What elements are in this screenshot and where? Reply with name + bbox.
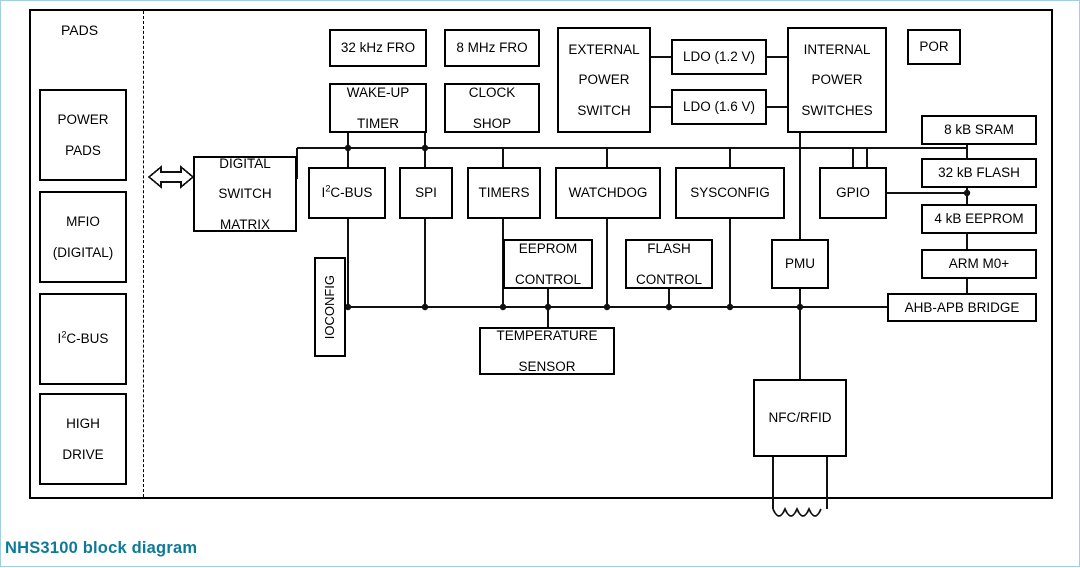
arm-label: ARM M0+ bbox=[948, 256, 1010, 272]
block-ahb-apb-bridge[interactable]: AHB-APB BRIDGE bbox=[887, 293, 1037, 322]
block-temperature-sensor[interactable]: TEMPERATURE SENSOR bbox=[479, 327, 615, 375]
block-gpio[interactable]: GPIO bbox=[819, 167, 887, 219]
pad-power-line2: PADS bbox=[65, 142, 101, 158]
eectl-line1: EEPROM bbox=[518, 241, 578, 257]
block-sram-8kb[interactable]: 8 kB SRAM bbox=[921, 115, 1037, 145]
pad-power-line1: POWER bbox=[57, 112, 109, 128]
cs-line1: CLOCK bbox=[468, 85, 516, 101]
eps-line2: POWER bbox=[578, 72, 630, 88]
wut-line1: WAKE-UP bbox=[346, 85, 410, 101]
fro8-label: 8 MHz FRO bbox=[456, 40, 528, 56]
temp-line2: SENSOR bbox=[518, 358, 576, 374]
ldo16-label: LDO (1.6 V) bbox=[682, 99, 756, 115]
block-sysconfig[interactable]: SYSCONFIG bbox=[675, 167, 785, 219]
eps-line1: EXTERNAL bbox=[568, 42, 640, 58]
sysconfig-label: SYSCONFIG bbox=[690, 185, 770, 201]
ahb-label: AHB-APB BRIDGE bbox=[904, 299, 1020, 315]
ips-line2: POWER bbox=[811, 72, 863, 88]
dsm-line3: MATRIX bbox=[220, 216, 270, 232]
block-pmu[interactable]: PMU bbox=[771, 239, 829, 289]
block-digital-switch-matrix[interactable]: DIGITAL SWITCH MATRIX bbox=[193, 156, 297, 232]
i2c-core-label: I2C-BUS bbox=[321, 183, 373, 201]
flctl-line1: FLASH bbox=[647, 241, 691, 257]
block-por[interactable]: POR bbox=[907, 29, 961, 65]
pad-block-high-drive[interactable]: HIGH DRIVE bbox=[39, 393, 127, 485]
pad-block-power-pads[interactable]: POWER PADS bbox=[39, 89, 127, 181]
block-wakeup-timer[interactable]: WAKE-UP TIMER bbox=[329, 83, 427, 133]
block-arm-m0plus[interactable]: ARM M0+ bbox=[921, 249, 1037, 279]
pad-block-i2c-bus[interactable]: I2C-BUS bbox=[39, 293, 127, 385]
watchdog-label: WATCHDOG bbox=[568, 185, 648, 201]
sram-label: 8 kB SRAM bbox=[944, 122, 1014, 138]
por-label: POR bbox=[919, 39, 949, 55]
wut-line2: TIMER bbox=[356, 115, 399, 131]
block-eeprom-4kb[interactable]: 4 kB EEPROM bbox=[921, 204, 1037, 234]
block-clock-shop[interactable]: CLOCK SHOP bbox=[444, 83, 540, 133]
block-timers[interactable]: TIMERS bbox=[467, 167, 541, 219]
block-ldo-1v6[interactable]: LDO (1.6 V) bbox=[671, 89, 767, 125]
pad-hd-line2: DRIVE bbox=[62, 446, 104, 462]
eeprom-label: 4 kB EEPROM bbox=[934, 211, 1024, 227]
flash-label: 32 kB FLASH bbox=[938, 165, 1020, 181]
ips-line3: SWITCHES bbox=[801, 102, 873, 118]
pmu-label: PMU bbox=[785, 256, 815, 272]
pads-section-label: PADS bbox=[61, 22, 99, 38]
antenna-coil-icon bbox=[772, 506, 822, 517]
block-external-power-switch[interactable]: EXTERNAL POWER SWITCH bbox=[557, 27, 651, 133]
block-ldo-1v2[interactable]: LDO (1.2 V) bbox=[671, 39, 767, 75]
block-spi[interactable]: SPI bbox=[399, 167, 453, 219]
flctl-line2: CONTROL bbox=[635, 271, 702, 287]
ldo12-label: LDO (1.2 V) bbox=[682, 49, 756, 65]
ips-line1: INTERNAL bbox=[803, 42, 871, 58]
block-internal-power-switches[interactable]: INTERNAL POWER SWITCHES bbox=[787, 27, 887, 133]
pad-mfio-line2: (DIGITAL) bbox=[52, 244, 114, 260]
ioconfig-label: IOCONFIG bbox=[321, 274, 337, 340]
pad-block-mfio[interactable]: MFIO (DIGITAL) bbox=[39, 191, 127, 283]
pad-mfio-line1: MFIO bbox=[66, 214, 100, 230]
cs-line2: SHOP bbox=[472, 115, 512, 131]
block-flash-32kb[interactable]: 32 kB FLASH bbox=[921, 158, 1037, 188]
pad-hd-line1: HIGH bbox=[66, 416, 100, 432]
block-nfc-rfid[interactable]: NFC/RFID bbox=[753, 379, 847, 457]
block-fro-8mhz[interactable]: 8 MHz FRO bbox=[444, 29, 540, 67]
block-watchdog[interactable]: WATCHDOG bbox=[555, 167, 661, 219]
eectl-line2: CONTROL bbox=[514, 271, 581, 287]
dsm-line1: DIGITAL bbox=[219, 156, 271, 172]
block-eeprom-control[interactable]: EEPROM CONTROL bbox=[503, 239, 593, 289]
block-fro-32khz[interactable]: 32 kHz FRO bbox=[329, 29, 427, 67]
eps-line3: SWITCH bbox=[577, 102, 631, 118]
dsm-line2: SWITCH bbox=[218, 186, 272, 202]
gpio-label: GPIO bbox=[836, 185, 870, 201]
block-ioconfig[interactable]: IOCONFIG bbox=[314, 257, 346, 357]
block-i2c-bus[interactable]: I2C-BUS bbox=[308, 167, 386, 219]
pads-core-divider bbox=[143, 11, 144, 497]
figure-caption: NHS3100 block diagram bbox=[5, 539, 198, 557]
spi-label: SPI bbox=[415, 185, 437, 201]
fro32-label: 32 kHz FRO bbox=[340, 40, 416, 56]
block-flash-control[interactable]: FLASH CONTROL bbox=[625, 239, 713, 289]
nfc-label: NFC/RFID bbox=[768, 410, 832, 426]
temp-line1: TEMPERATURE bbox=[496, 328, 598, 344]
timers-label: TIMERS bbox=[478, 185, 530, 201]
pad-i2c-label: I2C-BUS bbox=[57, 329, 109, 347]
